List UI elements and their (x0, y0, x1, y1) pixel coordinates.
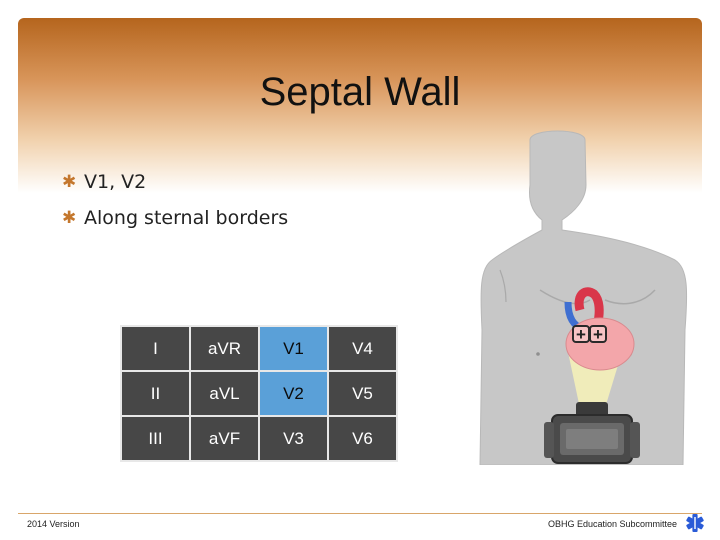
ecg-lead-table: I aVR V1 V4 II aVL V2 V5 III aVF V3 V6 (120, 325, 398, 462)
table-row: III aVF V3 V6 (120, 415, 398, 462)
plus-label: + (593, 325, 603, 344)
chest-line (604, 289, 656, 305)
lead-cell: aVL (189, 370, 260, 417)
title-banner (18, 18, 702, 193)
plus-marker: + (572, 325, 590, 344)
plus-label: + (576, 325, 586, 344)
slide-title: Septal Wall (259, 70, 461, 114)
table-row: I aVR V1 V4 (120, 325, 398, 372)
bullet-list: ✱ V1, V2 ✱ Along sternal borders (62, 164, 288, 236)
ecg-monitor-icon (544, 402, 640, 464)
bullet-star-icon: ✱ (62, 172, 77, 192)
table-row: II aVL V2 V5 (120, 370, 398, 417)
bullet-item: ✱ Along sternal borders (62, 200, 288, 236)
nipple-dot (536, 352, 540, 356)
footer-organization: OBHG Education Subcommittee (548, 519, 678, 529)
lead-cell-highlighted: V1 (258, 325, 329, 372)
bullet-text: V1, V2 (84, 171, 147, 193)
plus-marker: + (589, 325, 607, 344)
lead-cell: aVR (189, 325, 260, 372)
lead-cell: II (120, 370, 191, 417)
shoulder-line (499, 269, 507, 303)
lead-cell: V5 (327, 370, 398, 417)
aorta (574, 287, 604, 323)
lead-cell: V4 (327, 325, 398, 372)
lead-cell: I (120, 325, 191, 372)
bullet-star-icon: ✱ (62, 208, 77, 228)
lead-cell: III (120, 415, 191, 462)
lead-cell: V3 (258, 415, 329, 462)
torso-heart-illustration: + + (479, 130, 688, 465)
footer-version: 2014 Version (27, 519, 80, 529)
bullet-item: ✱ V1, V2 (62, 164, 288, 200)
footer-divider (18, 513, 702, 514)
lead-cell: V6 (327, 415, 398, 462)
star-of-life-icon (686, 514, 704, 532)
lead-cell-highlighted: V2 (258, 370, 329, 417)
lead-cell: aVF (189, 415, 260, 462)
bullet-text: Along sternal borders (84, 207, 289, 229)
